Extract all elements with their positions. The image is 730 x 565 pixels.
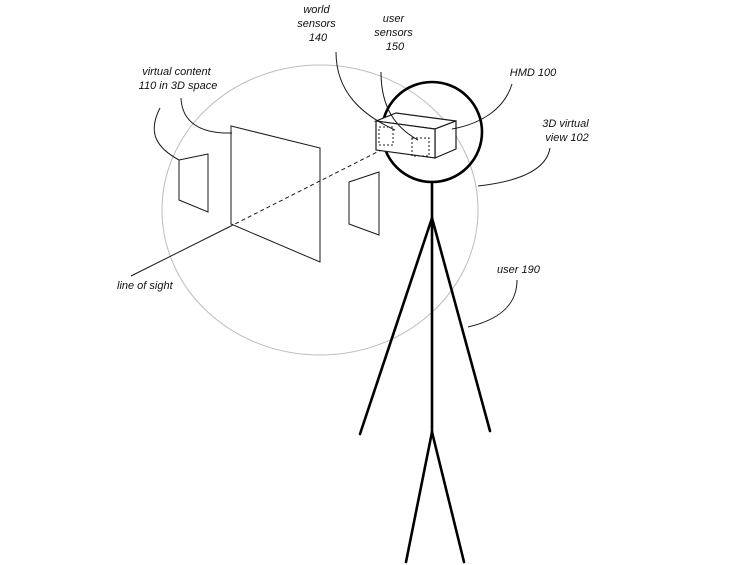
label-user-sensors: user sensors 150: [374, 13, 416, 53]
label-line-of-sight: line of sight: [117, 280, 174, 292]
user-sensor-box: [411, 137, 430, 157]
line-of-sight-solid: [130, 225, 232, 277]
virtual-content-panel-small-left: [178, 153, 209, 213]
virtual-view-sphere: [161, 64, 479, 356]
label-virtual-content: virtual content 110 in 3D space: [139, 66, 218, 92]
leader-user: [467, 279, 518, 328]
leader-virtual-content: [180, 97, 233, 134]
label-virtual-view: 3D virtual view 102: [542, 118, 592, 144]
virtual-content-panel-small-right: [348, 171, 380, 236]
user-left-leg: [404, 430, 434, 564]
label-user: user 190: [497, 264, 541, 276]
user-left-arm: [358, 216, 434, 436]
label-hmd: HMD 100: [510, 67, 557, 79]
label-world-sensors: world sensors 140: [297, 4, 339, 44]
user-right-arm: [430, 216, 492, 433]
user-right-leg: [430, 430, 466, 564]
leader-user-sensors: [380, 71, 419, 141]
virtual-content-panel-large: [230, 125, 321, 263]
leader-world-sensors: [335, 51, 396, 131]
leader-virtual-content-branch: [153, 107, 180, 161]
line-of-sight-dashed: [230, 142, 396, 227]
hmd-device: [373, 112, 457, 159]
leader-hmd: [451, 83, 513, 130]
leader-virtual-view: [477, 147, 551, 187]
